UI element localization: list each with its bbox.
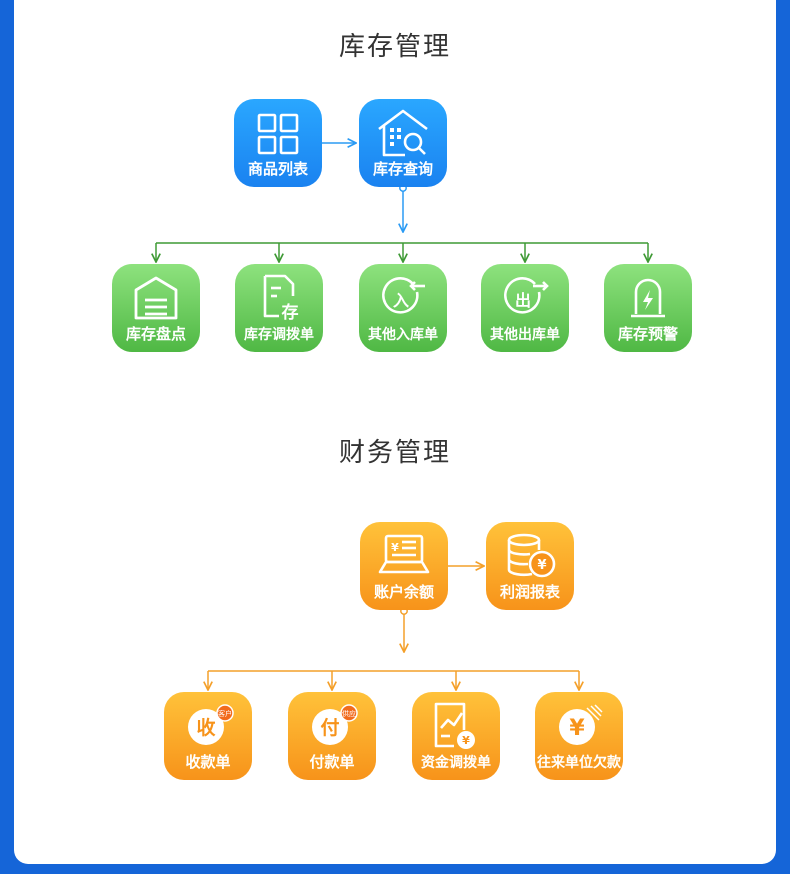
- outbound-badge: 出: [515, 291, 531, 310]
- yen-debt-icon: ¥: [559, 704, 603, 745]
- other-outbound-tile[interactable]: 出 其他出库单: [481, 264, 569, 352]
- other-inbound-label: 其他入库单: [368, 326, 438, 342]
- supplier-tag: 供应: [342, 709, 356, 718]
- stock-warning-tile[interactable]: 库存预警: [604, 264, 692, 352]
- transfer-order-label: 库存调拨单: [244, 326, 314, 342]
- chart-transfer-icon: ¥: [434, 702, 475, 749]
- grid-icon: [257, 113, 299, 155]
- profit-report-tile[interactable]: ¥ 利润报表: [486, 522, 574, 610]
- transfer-order-tile[interactable]: 存 库存调拨单: [235, 264, 323, 352]
- account-balance-label: 账户余额: [373, 584, 434, 601]
- payment-badge: 付: [320, 716, 339, 739]
- svg-text:¥: ¥: [537, 558, 546, 573]
- store-badge: 存: [282, 302, 299, 322]
- profit-report-label: 利润报表: [499, 584, 560, 601]
- payment-label: 付款单: [309, 754, 355, 771]
- inbound-icon: 入: [382, 277, 425, 314]
- other-inbound-tile[interactable]: 入 其他入库单: [359, 264, 447, 352]
- receipt-label: 收款单: [185, 754, 231, 771]
- debt-tile[interactable]: ¥ 往来单位欠款: [535, 692, 623, 780]
- inventory-query-tile[interactable]: 库存查询: [359, 99, 447, 187]
- svg-text:¥: ¥: [462, 734, 470, 747]
- payment-icon: 付 供应: [312, 704, 358, 745]
- laptop-ledger-icon: ¥: [378, 534, 430, 574]
- inventory-section-title: 库存管理: [338, 31, 451, 61]
- alarm-icon: [631, 278, 665, 318]
- document-store-icon: 存: [263, 274, 299, 322]
- svg-text:¥: ¥: [391, 541, 399, 554]
- other-outbound-label: 其他出库单: [490, 326, 560, 342]
- account-balance-tile[interactable]: ¥ 账户余额: [360, 522, 448, 610]
- product-list-tile[interactable]: 商品列表: [234, 99, 322, 187]
- fund-transfer-tile[interactable]: ¥ 资金调拨单: [412, 692, 500, 780]
- receipt-badge: 收: [196, 716, 215, 739]
- customer-tag: 客户: [218, 709, 232, 718]
- inbound-badge: 入: [393, 291, 409, 310]
- stock-warning-label: 库存预警: [617, 326, 678, 343]
- product-list-label: 商品列表: [247, 161, 308, 178]
- coin-stack-icon: ¥: [507, 533, 556, 578]
- payment-tile[interactable]: 付 供应 付款单: [288, 692, 376, 780]
- stocktake-tile[interactable]: 库存盘点: [112, 264, 200, 352]
- finance-section-title: 财务管理: [338, 437, 451, 467]
- receipt-icon: 收 客户: [188, 704, 234, 745]
- svg-text:¥: ¥: [569, 716, 585, 741]
- outbound-icon: 出: [504, 277, 549, 314]
- building-search-icon: [378, 109, 428, 157]
- fund-transfer-label: 资金调拨单: [421, 754, 491, 770]
- warehouse-icon: [134, 276, 178, 320]
- stocktake-label: 库存盘点: [125, 326, 186, 343]
- receipt-tile[interactable]: 收 客户 收款单: [164, 692, 252, 780]
- debt-label: 往来单位欠款: [537, 754, 621, 770]
- inventory-query-label: 库存查询: [372, 161, 433, 178]
